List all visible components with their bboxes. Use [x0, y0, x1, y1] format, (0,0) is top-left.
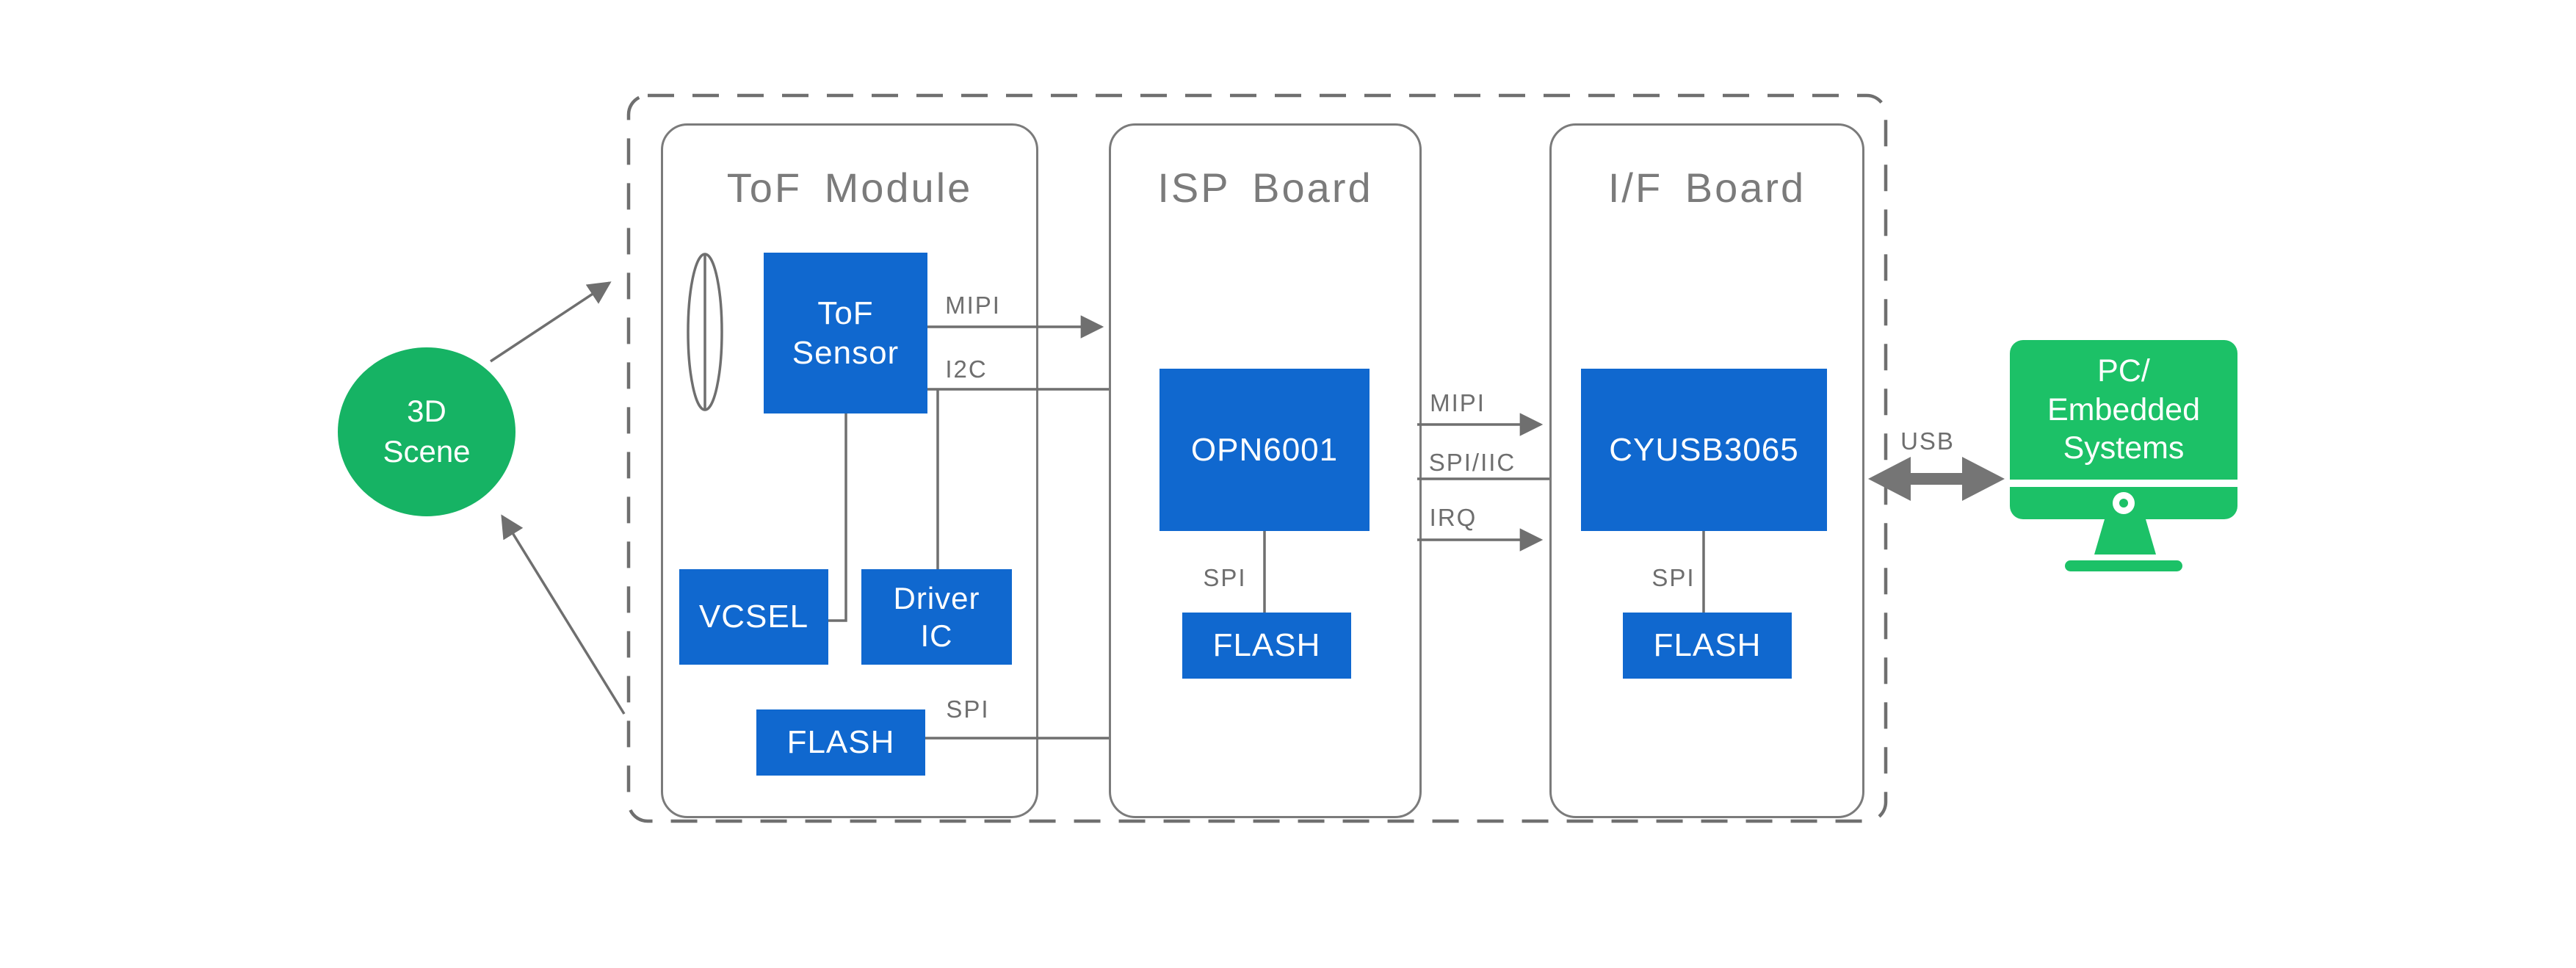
tof-flash-box: FLASH	[756, 709, 925, 776]
driver-ic-box: Driver IC	[861, 569, 1012, 665]
mipi-sensor-isp-label: MIPI	[945, 292, 1001, 319]
if-flash-box: FLASH	[1623, 613, 1792, 679]
pc-camera-dot-icon	[2119, 499, 2128, 508]
spi-if-internal-label: SPI	[1651, 564, 1696, 591]
spi-iic-label: SPI/IIC	[1428, 449, 1516, 476]
i2c-label: I2C	[945, 355, 988, 383]
pc-monitor-stand	[2094, 519, 2156, 555]
if-board-title: I/F Board	[1607, 165, 1806, 211]
isp-board-title: ISP Board	[1157, 165, 1373, 211]
vcsel-box: VCSEL	[679, 569, 828, 665]
pc-monitor-base	[2065, 560, 2182, 571]
irq-label: IRQ	[1429, 504, 1477, 531]
spi-flash-isp-label: SPI	[946, 696, 990, 723]
cyusb3065-box: CYUSB3065	[1581, 369, 1827, 531]
usb-double-arrow	[1868, 457, 2005, 501]
isp-flash-box: FLASH	[1182, 613, 1351, 679]
scene-3d-ellipse: 3D Scene	[338, 347, 515, 516]
tof-sensor-box: ToF Sensor	[764, 253, 927, 413]
opn6001-box: OPN6001	[1159, 369, 1370, 531]
mipi-isp-if-label: MIPI	[1430, 389, 1486, 416]
usb-label: USB	[1900, 427, 1955, 455]
scene-return-arrow	[501, 514, 626, 715]
pc-monitor-screen: PC/ Embedded Systems	[2010, 340, 2237, 480]
scene-emit-arrow	[490, 281, 612, 363]
tof-module-title: ToF Module	[726, 165, 973, 211]
spi-isp-internal-label: SPI	[1203, 564, 1247, 591]
